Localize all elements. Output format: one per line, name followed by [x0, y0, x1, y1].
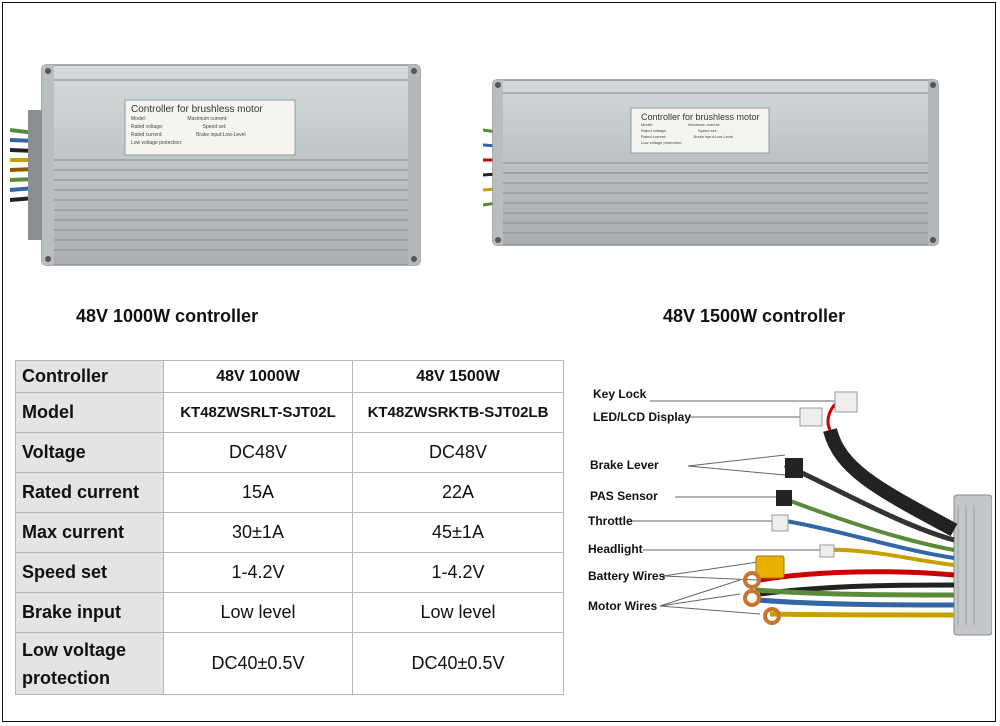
- cell-brake-input-1500w: Low level: [352, 592, 564, 633]
- label-max-current: Maximum current:: [187, 116, 228, 122]
- row-label-model: Model: [15, 392, 164, 433]
- wire-label-key-lock: Key Lock: [593, 387, 647, 401]
- label-low-voltage: Low voltage protection:: [131, 140, 183, 146]
- controller-1500w-photo: [483, 79, 939, 246]
- header-cell-1500w: 48V 1500W: [352, 360, 564, 393]
- wire-label-throttle: Throttle: [588, 514, 633, 528]
- header-cell-1000w: 48V 1000W: [163, 360, 353, 393]
- wire-label-display: LED/LCD Display: [593, 410, 692, 424]
- row-label-rated-current: Rated current: [15, 472, 164, 513]
- table-row: Rated current 15A 22A: [15, 472, 564, 513]
- label-rated-voltage: Rated voltage:: [131, 124, 164, 130]
- cell-brake-input-1000w: Low level: [163, 592, 353, 633]
- wire-label-brake-lever: Brake Lever: [590, 458, 659, 472]
- label-title: Controller for brushless motor: [641, 112, 760, 122]
- cell-model-1500w: KT48ZWSRKTB-SJT02LB: [352, 392, 564, 433]
- cell-max-current-1500w: 45±1A: [352, 512, 564, 553]
- row-label-line-2: protection: [22, 667, 110, 688]
- controller-1000w-label: Controller for brushless motor Model: Ma…: [125, 102, 295, 157]
- label-low-voltage: Low voltage protection:: [641, 140, 683, 145]
- label-rated-current: Rated current:: [641, 134, 667, 139]
- label-title: Controller for brushless motor: [131, 104, 263, 115]
- cell-rated-current-1500w: 22A: [352, 472, 564, 513]
- cell-speed-set-1500w: 1-4.2V: [352, 552, 564, 593]
- label-rated-current: Rated current:: [131, 132, 163, 138]
- cell-low-voltage-1500w: DC40±0.5V: [352, 632, 564, 695]
- leader-lines: [632, 400, 838, 615]
- table-row: Model KT48ZWSRLT-SJT02L KT48ZWSRKTB-SJT0…: [15, 392, 564, 433]
- table-header-row: Controller 48V 1000W 48V 1500W: [15, 360, 564, 393]
- row-label-voltage: Voltage: [15, 432, 164, 473]
- label-speed-set: Speed set:: [697, 128, 718, 133]
- row-label-speed-set: Speed set: [15, 552, 164, 593]
- cell-voltage-1500w: DC48V: [352, 432, 564, 473]
- label-rated-voltage: Rated voltage:: [641, 128, 667, 133]
- caption-1000w: 48V 1000W controller: [76, 306, 259, 326]
- wire-label-headlight: Headlight: [588, 542, 643, 556]
- label-speed-set: Speed set:: [202, 124, 227, 130]
- cell-rated-current-1000w: 15A: [163, 472, 353, 513]
- label-brake: Brake input:Low-Level: [196, 132, 246, 138]
- cell-model-1000w: KT48ZWSRLT-SJT02L: [163, 392, 353, 433]
- label-brake: Brake input:Low-Level: [693, 134, 734, 139]
- table-row: Brake input Low level Low level: [15, 592, 564, 633]
- wiring-diagram: [632, 391, 992, 636]
- label-max-current: Maximum current:: [688, 122, 721, 127]
- row-label-low-voltage-protection: Low voltage protection: [15, 632, 164, 695]
- table-row: Max current 30±1A 45±1A: [15, 512, 564, 553]
- cell-low-voltage-1000w: DC40±0.5V: [163, 632, 353, 695]
- table-row: Voltage DC48V DC48V: [15, 432, 564, 473]
- cell-voltage-1000w: DC48V: [163, 432, 353, 473]
- row-label-line-1: Low voltage: [22, 639, 127, 660]
- table-row: Speed set 1-4.2V 1-4.2V: [15, 552, 564, 593]
- cell-speed-set-1000w: 1-4.2V: [163, 552, 353, 593]
- wire-label-battery-wires: Battery Wires: [588, 569, 666, 583]
- table-row: Low voltage protection DC40±0.5V DC40±0.…: [15, 632, 564, 695]
- controller-1500w-label: Controller for brushless motor Model: Ma…: [633, 109, 771, 154]
- caption-1500w: 48V 1500W controller: [663, 306, 846, 326]
- row-label-max-current: Max current: [15, 512, 164, 553]
- controller-1000w-photo: [10, 64, 421, 266]
- label-model: Model:: [641, 122, 654, 127]
- spec-table: Controller 48V 1000W 48V 1500W Model KT4…: [15, 360, 564, 695]
- cell-max-current-1000w: 30±1A: [163, 512, 353, 553]
- header-cell-controller: Controller: [15, 360, 164, 393]
- wire-label-motor-wires: Motor Wires: [588, 599, 658, 613]
- label-model: Model:: [131, 116, 147, 122]
- wire-label-pas-sensor: PAS Sensor: [590, 489, 658, 503]
- row-label-brake-input: Brake input: [15, 592, 164, 633]
